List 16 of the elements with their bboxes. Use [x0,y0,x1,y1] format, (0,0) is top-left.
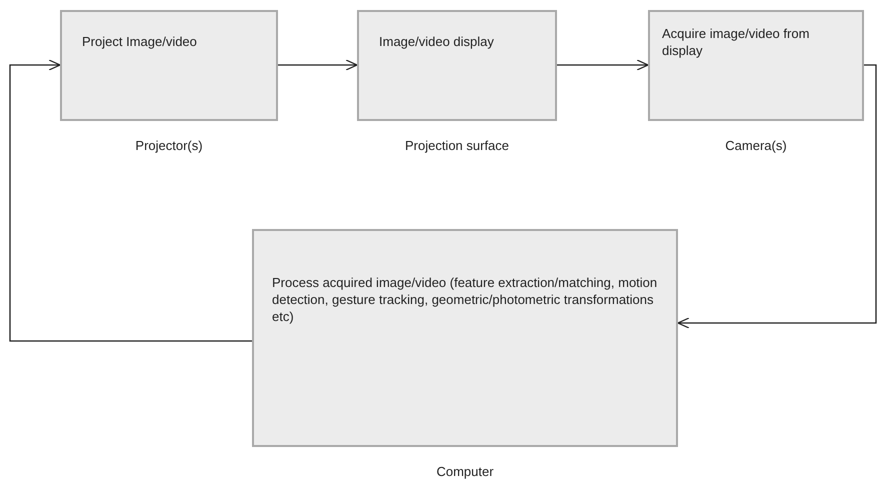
process-box [60,10,278,121]
box-text: Process acquired image/video (feature extraction/matching, motion detection, gesture tracking, geometric/photometric transformations etc) [272,274,658,325]
process-box [648,10,864,121]
arrow [557,59,649,71]
box-text: Project Image/video [82,33,198,50]
arrow [9,59,252,342]
arrow [278,59,358,71]
node-caption: Projector(s) [135,138,203,153]
node-caption: Camera(s) [725,138,787,153]
box-text: Image/video display [379,33,495,50]
arrow [677,64,877,329]
node-caption: Computer [436,464,494,479]
process-box [252,229,678,447]
box-text: Acquire image/video from display [662,25,810,59]
node-caption: Projection surface [404,138,510,153]
process-box [357,10,557,121]
